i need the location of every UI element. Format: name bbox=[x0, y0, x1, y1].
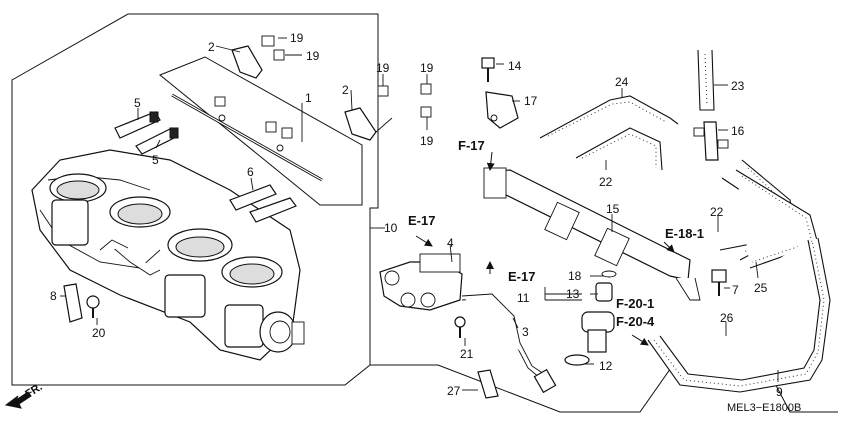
part-label-27: 27 bbox=[447, 384, 461, 398]
part-label-19c: 19 bbox=[376, 61, 390, 75]
drawing-code: MEL3−E1800B bbox=[727, 402, 801, 414]
fuel-rail-upper bbox=[171, 93, 323, 182]
part-label-7: 7 bbox=[732, 283, 739, 297]
part-label-11: 11 bbox=[517, 291, 530, 305]
part-label-6: 6 bbox=[247, 165, 254, 179]
pressure-regulator-part-4 bbox=[379, 253, 463, 311]
part-label-5b: 5 bbox=[152, 153, 159, 167]
part-label-12: 12 bbox=[599, 359, 613, 373]
joint-part-16 bbox=[693, 121, 729, 161]
part-labels: 1 2 2 3 4 5 5 6 7 8 9 10 11 12 13 14 15 … bbox=[50, 31, 783, 399]
part-label-18: 18 bbox=[568, 269, 582, 283]
part-label-24: 24 bbox=[615, 75, 629, 89]
part-label-2b: 2 bbox=[342, 83, 349, 97]
part-label-23: 23 bbox=[731, 79, 745, 93]
injector-part-6 bbox=[229, 184, 297, 223]
ref-f-20-1: F-20-1 bbox=[616, 296, 654, 311]
bracket-part-8 bbox=[63, 283, 83, 323]
part-label-13: 13 bbox=[566, 287, 580, 301]
hose-part-23 bbox=[697, 49, 715, 111]
map-sensor-part-17 bbox=[485, 91, 519, 129]
hose-part-22a bbox=[575, 127, 663, 171]
part-label-19d: 19 bbox=[420, 61, 434, 75]
part-label-8: 8 bbox=[50, 289, 57, 303]
part-label-14: 14 bbox=[508, 59, 522, 73]
ref-e-18-1: E-18-1 bbox=[665, 226, 704, 241]
part-label-25: 25 bbox=[754, 281, 768, 295]
clip-part-27 bbox=[477, 369, 499, 399]
ref-f-20-4: F-20-4 bbox=[616, 314, 655, 329]
part-label-26: 26 bbox=[720, 311, 734, 325]
fuel-rail-part-15 bbox=[483, 167, 701, 301]
part-label-20: 20 bbox=[92, 326, 106, 340]
lower-frame bbox=[370, 354, 838, 413]
part-label-15: 15 bbox=[606, 202, 620, 216]
throttle-body-group-frame bbox=[11, 13, 379, 386]
part-label-1: 1 bbox=[305, 91, 312, 105]
part-label-4: 4 bbox=[447, 236, 454, 250]
part-label-3: 3 bbox=[522, 325, 529, 339]
injector-part-5 bbox=[114, 111, 179, 155]
part-label-21: 21 bbox=[460, 347, 474, 361]
hose-part-26 bbox=[647, 237, 831, 393]
part-label-22b: 22 bbox=[710, 205, 724, 219]
front-arrow-icon bbox=[4, 391, 32, 409]
part-label-5a: 5 bbox=[134, 96, 141, 110]
injector-stack bbox=[564, 270, 617, 366]
bolt-part-20 bbox=[86, 295, 100, 318]
ref-e-17-a: E-17 bbox=[408, 213, 435, 228]
ref-f-17: F-17 bbox=[458, 138, 485, 153]
part-label-19a: 19 bbox=[290, 31, 304, 45]
part-label-9: 9 bbox=[776, 385, 783, 399]
bracket-part-2b bbox=[344, 107, 393, 141]
bracket-part-2a bbox=[231, 45, 263, 79]
part-label-22a: 22 bbox=[599, 175, 613, 189]
part-label-2a: 2 bbox=[208, 40, 215, 54]
fuel-line-part-3 bbox=[461, 293, 557, 394]
bolt-part-7 bbox=[711, 269, 727, 296]
bolt-part-14 bbox=[481, 57, 495, 82]
reference-arrows bbox=[415, 151, 675, 346]
injector-group-frame bbox=[159, 56, 363, 206]
hose-part-24 bbox=[539, 95, 679, 139]
throttle-body-assembly bbox=[31, 149, 305, 361]
part-label-10: 10 bbox=[384, 221, 398, 235]
part-label-19e: 19 bbox=[420, 134, 434, 148]
bolt-part-21 bbox=[454, 316, 466, 338]
bolt-part-19 bbox=[261, 35, 432, 118]
part-label-17: 17 bbox=[524, 94, 538, 108]
part-label-19b: 19 bbox=[306, 49, 320, 63]
ref-e-17-b: E-17 bbox=[508, 269, 535, 284]
part-label-16: 16 bbox=[731, 124, 745, 138]
leader-lines bbox=[60, 37, 779, 391]
reference-labels: F-17 E-17 E-17 E-18-1 F-20-1 F-20-4 bbox=[408, 138, 704, 329]
